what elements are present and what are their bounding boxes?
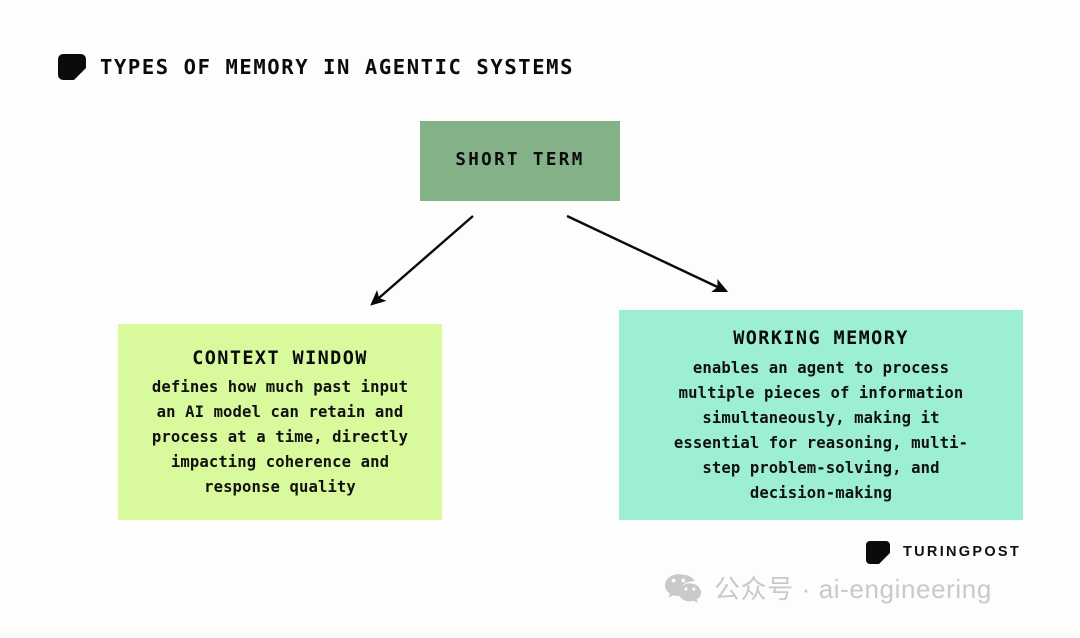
wechat-watermark-text: 公众号 · ai-engineering — [714, 573, 992, 604]
wechat-icon — [665, 574, 701, 603]
body-line: process at a time, directly — [151, 428, 409, 447]
node-working-memory[interactable]: WORKING MEMORY enables an agent to proce… — [619, 310, 1023, 520]
connector-left — [370, 215, 474, 306]
page-title: TYPES OF MEMORY IN AGENTIC SYSTEMS — [100, 54, 575, 79]
node-working-memory-body: enables an agent to process multiple pie… — [674, 356, 968, 506]
turingpost-logo-icon — [58, 54, 86, 80]
wechat-watermark: 公众号 · ai-engineering — [664, 573, 992, 604]
node-working-memory-heading: WORKING MEMORY — [733, 328, 909, 350]
node-context-window[interactable]: CONTEXT WINDOW defines how much past inp… — [118, 324, 442, 520]
node-context-window-heading: CONTEXT WINDOW — [192, 347, 368, 369]
node-short-term-label: SHORT TERM — [455, 150, 585, 171]
body-line: response quality — [204, 478, 356, 497]
body-line: defines how much past input — [151, 378, 409, 397]
node-context-window-body: defines how much past input an AI model … — [152, 375, 408, 500]
body-line: impacting coherence and — [170, 453, 390, 472]
turingpost-logo-icon — [866, 541, 890, 564]
connector-right — [566, 214, 729, 293]
body-line: decision-making — [749, 483, 893, 502]
body-line: essential for reasoning, multi- — [673, 433, 969, 452]
turingpost-brand: TURINGPOST — [866, 541, 1021, 564]
body-line: enables an agent to process — [692, 358, 950, 377]
node-short-term[interactable]: SHORT TERM — [420, 121, 620, 201]
body-line: multiple pieces of information — [678, 383, 964, 402]
turingpost-wordmark: TURINGPOST — [903, 544, 1022, 561]
body-line: an AI model can retain and — [156, 403, 404, 422]
body-line: step problem-solving, and — [702, 458, 940, 477]
body-line: simultaneously, making it — [702, 408, 940, 427]
page-header: TYPES OF MEMORY IN AGENTIC SYSTEMS — [58, 54, 574, 80]
